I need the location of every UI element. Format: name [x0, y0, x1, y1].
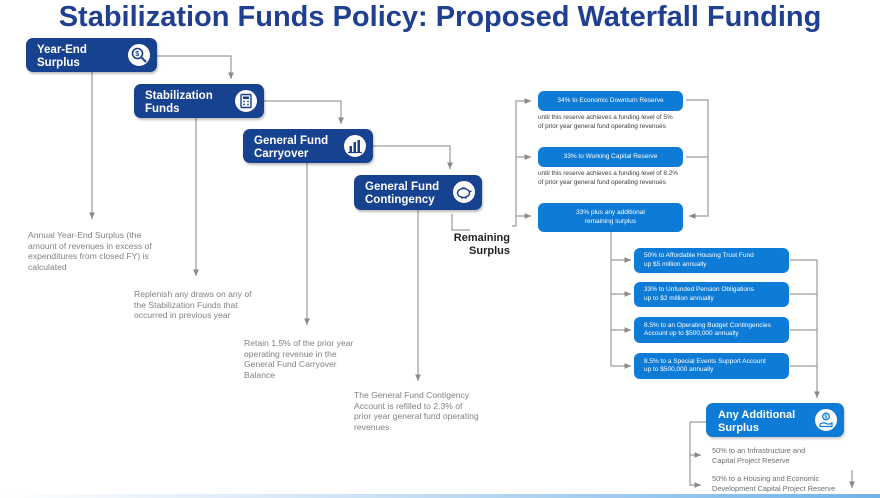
bottom-rule [0, 494, 880, 498]
note-year-end-surplus: Annual Year-End Surplus (the amount of r… [28, 230, 152, 272]
reserve-working-capital-note: until this reserve achieves a funding le… [538, 170, 678, 186]
step-year-end-surplus-line2: Surplus [37, 57, 80, 69]
any-additional-surplus: Any Additional Surplus $ [706, 403, 844, 437]
note-general-fund-contingency: The General Fund Contigency Account is r… [354, 390, 479, 432]
allocation-special-events: 8.5% to a Special Events Support Account… [634, 353, 789, 379]
reserve-economic-downturn: 34% to Economic Downturn Reserve [538, 91, 683, 111]
step-year-end-surplus-line1: Year-End [37, 44, 87, 56]
calculator-icon [234, 89, 258, 113]
remaining-surplus-label: Remaining Surplus [453, 232, 510, 257]
piggy-bank-icon [452, 180, 476, 204]
any-additional-surplus-line2: Surplus [718, 422, 759, 434]
final-infrastructure-reserve: 50% to an Infrastructure and Capital Pro… [712, 446, 806, 465]
allocation-operating-contingencies: 8.5% to an Operating Budget Contingencie… [634, 317, 789, 343]
allocation-pension-obligations: 33% to Unfunded Pension Obligations up t… [634, 282, 789, 307]
magnifier-dollar-icon: $ [127, 43, 151, 67]
reserve-economic-downturn-note: until this reserve achieves a funding le… [538, 114, 673, 130]
any-additional-surplus-line1: Any Additional [718, 409, 796, 421]
reserve-working-capital: 33% to Working Capital Reserve [538, 147, 683, 167]
svg-text:$: $ [824, 415, 827, 421]
step-stabilization-funds-line1: Stabilization [145, 90, 213, 102]
note-general-fund-carryover: Retain 1.5% of the prior year operating … [244, 338, 354, 380]
bar-chart-icon [343, 134, 367, 158]
note-stabilization-funds: Replenish any draws on any of the Stabil… [134, 289, 252, 320]
step-general-fund-contingency: General Fund Contingency [354, 175, 482, 210]
step-general-fund-carryover: General Fund Carryover [243, 129, 373, 163]
svg-text:$: $ [135, 51, 139, 58]
step-year-end-surplus: Year-End Surplus $ [26, 38, 157, 72]
money-hand-icon: $ [814, 408, 838, 432]
allocation-affordable-housing: 50% to Affordable Housing Trust Fund up … [634, 248, 789, 273]
step-general-fund-contingency-line1: General Fund [365, 181, 440, 193]
final-housing-economic-reserve: 50% to a Housing and Economic Developmen… [712, 474, 836, 493]
reserve-additional-remaining: 33% plus any additional remaining surplu… [538, 203, 683, 232]
step-general-fund-carryover-line1: General Fund [254, 135, 329, 147]
step-stabilization-funds: Stabilization Funds [134, 84, 264, 118]
step-stabilization-funds-line2: Funds [145, 103, 180, 115]
step-general-fund-carryover-line2: Carryover [254, 148, 309, 160]
page-title: Stabilization Funds Policy: Proposed Wat… [58, 1, 822, 33]
step-general-fund-contingency-line2: Contingency [365, 194, 435, 206]
